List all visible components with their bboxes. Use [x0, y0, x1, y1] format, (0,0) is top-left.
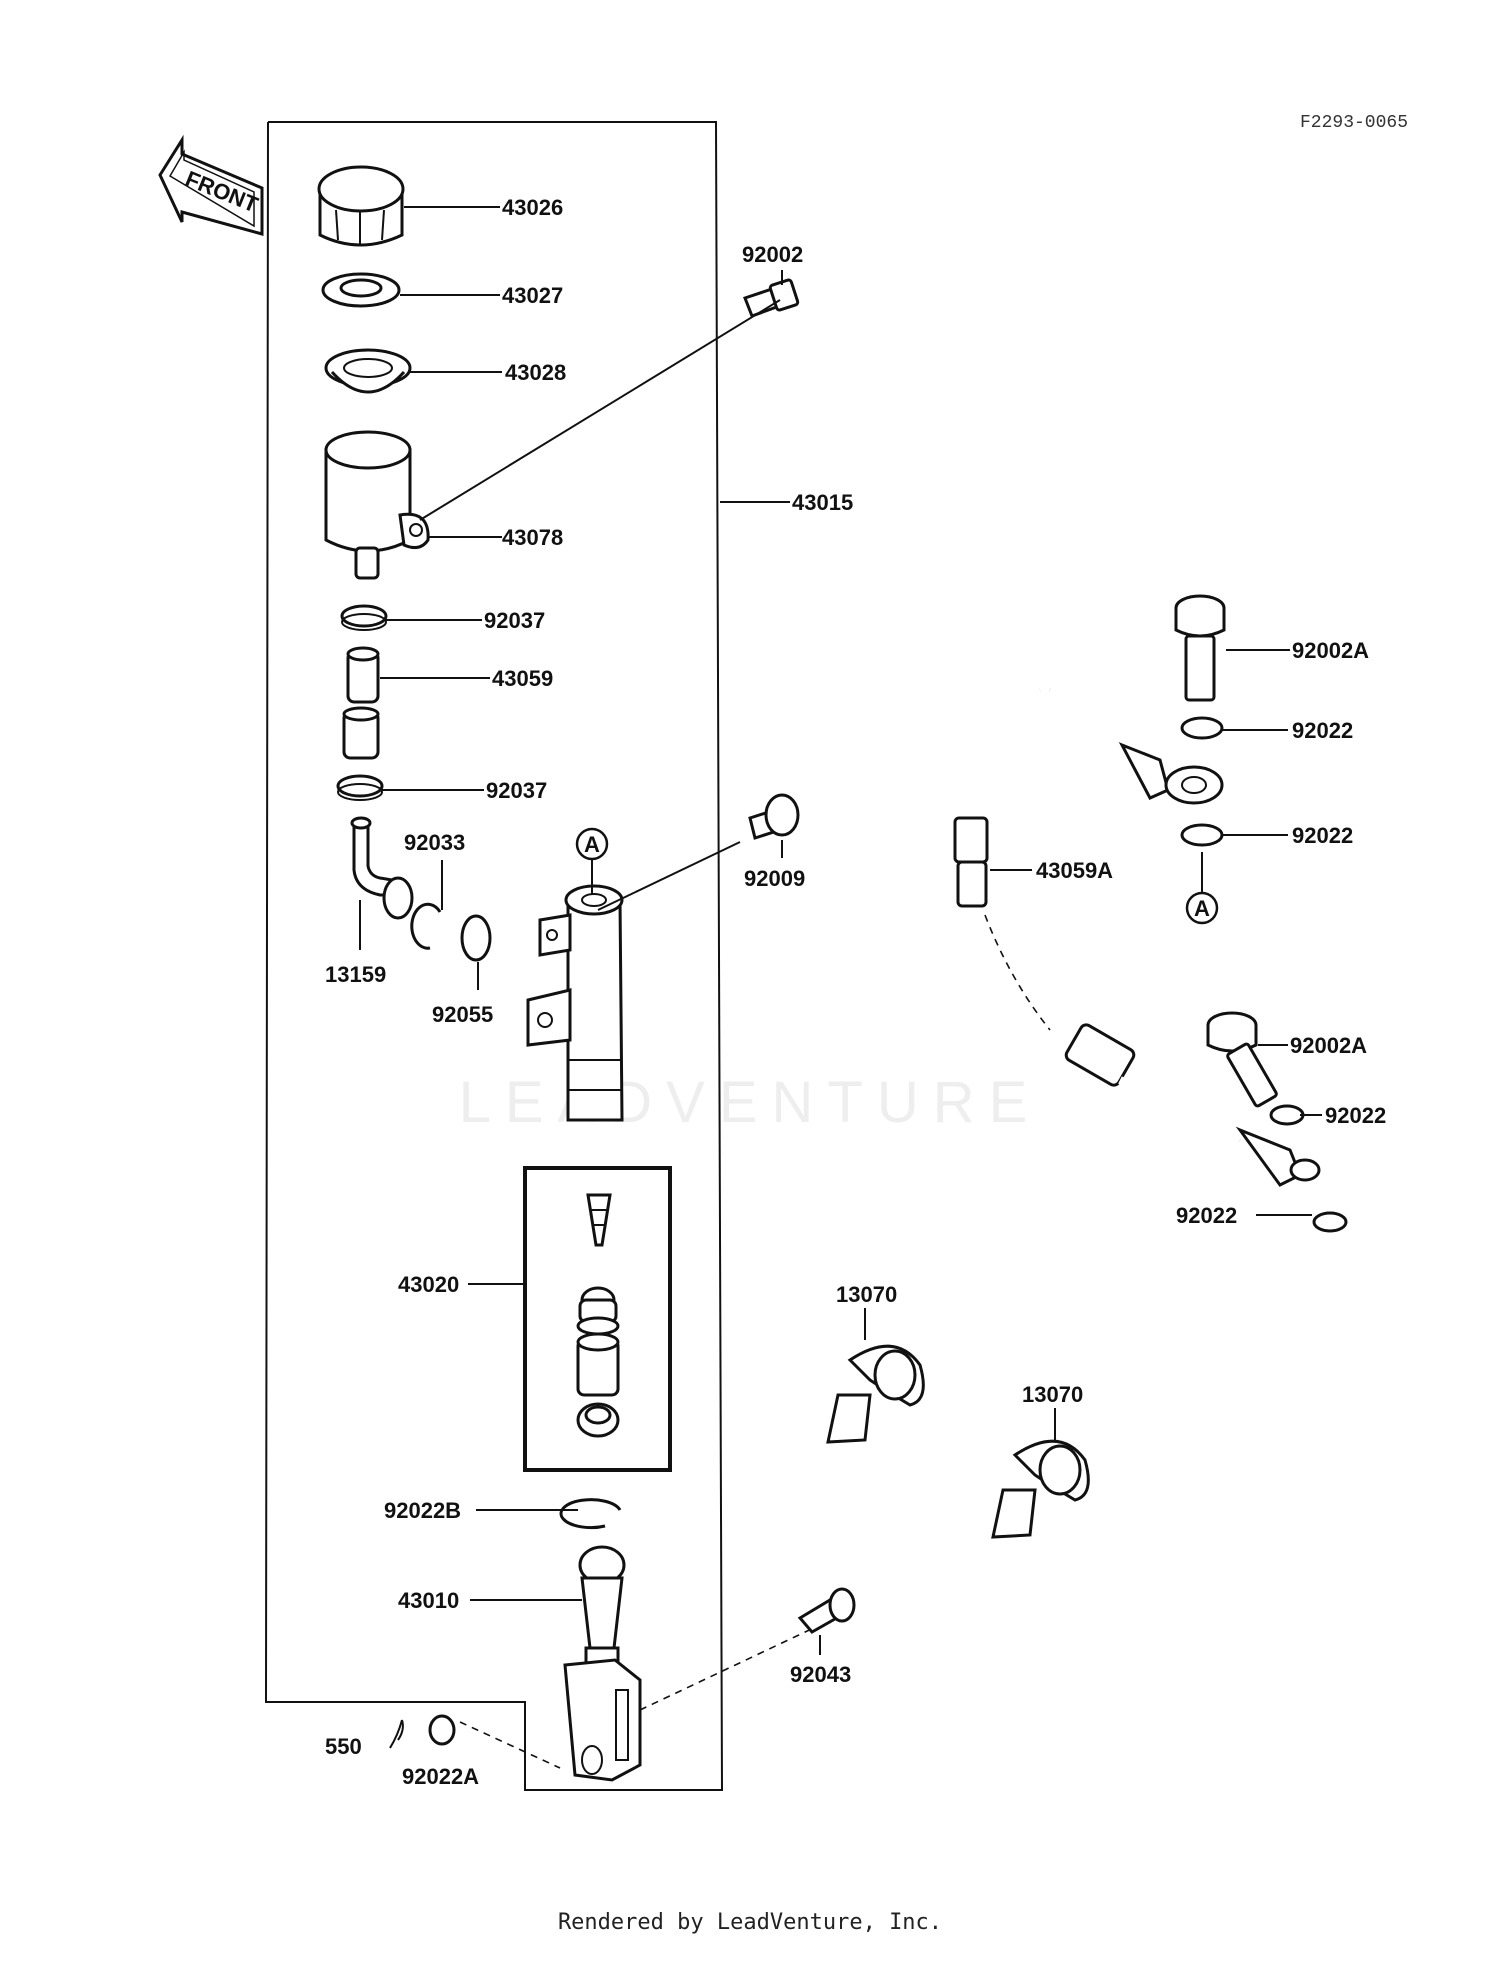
- front-arrow-icon: FRONT: [158, 134, 264, 236]
- push-rod-part: [563, 1545, 642, 1782]
- part-label: 43027: [502, 283, 563, 308]
- part-label: 43015: [792, 490, 853, 515]
- part-label: 92022: [1176, 1203, 1237, 1228]
- svg-text:A: A: [584, 832, 600, 857]
- part-label: 13070: [836, 1282, 897, 1307]
- copper-washer-part: [1180, 823, 1224, 847]
- master-cylinder-assembly-frame: [264, 121, 724, 1791]
- piston-kit-frame: [523, 1166, 672, 1472]
- part-label: 92002A: [1292, 638, 1369, 663]
- part-label: 92055: [432, 1002, 493, 1027]
- part-label: 92022B: [384, 1498, 461, 1523]
- part-label: 43020: [398, 1272, 459, 1297]
- banjo-bolt-part: [1174, 594, 1226, 702]
- piston-kit-part: [576, 1193, 620, 1438]
- svg-text:A: A: [1194, 896, 1210, 921]
- reservoir-cap-part: [317, 165, 405, 247]
- banjo-bolt-part: [1206, 1011, 1278, 1108]
- diaphragm-part: [324, 348, 412, 394]
- reference-marker-a: A: [1185, 891, 1219, 925]
- brake-hose-part: [936, 686, 1321, 1187]
- mounting-bolt-part: [748, 793, 800, 840]
- reservoir-tank-part: [324, 430, 430, 580]
- copper-washer-part: [1269, 1104, 1305, 1126]
- part-label: 92009: [744, 866, 805, 891]
- part-label: 43028: [505, 360, 566, 385]
- part-label: 43078: [502, 525, 563, 550]
- part-label: 92022A: [402, 1764, 479, 1789]
- footer-credit: Rendered by LeadVenture, Inc.: [557, 1910, 943, 1935]
- part-label: 92033: [404, 830, 465, 855]
- part-label: 13159: [325, 962, 386, 987]
- bolt-part: [743, 278, 800, 318]
- part-label: 92002: [742, 242, 803, 267]
- reference-marker-a: A: [575, 827, 609, 861]
- circlip-part: [410, 902, 442, 950]
- part-label: 92022: [1325, 1103, 1386, 1128]
- copper-washer-part: [1180, 716, 1224, 740]
- watermark: LEADVENTURE: [459, 1070, 1042, 1135]
- part-label: 550: [325, 1734, 362, 1759]
- part-label: 92022: [1292, 718, 1353, 743]
- hose-clamp-bracket-part: [826, 1344, 925, 1444]
- diaphragm-plate-part: [321, 272, 401, 308]
- part-label: 92037: [486, 778, 547, 803]
- part-label: 43059A: [1036, 858, 1113, 883]
- elbow-fitting-part: [350, 816, 414, 920]
- hose-clamp-part: [336, 774, 384, 801]
- snap-ring-part: [559, 1498, 622, 1530]
- part-label: 92043: [790, 1662, 851, 1687]
- part-label: 43026: [502, 195, 563, 220]
- reservoir-hose-part: [342, 646, 380, 760]
- hose-clamp-bracket-part: [991, 1439, 1090, 1539]
- part-label: 92002A: [1290, 1033, 1367, 1058]
- hose-clamp-part: [340, 604, 388, 631]
- cotter-pin-part: [389, 1719, 404, 1749]
- master-cylinder-body-part: [526, 884, 624, 1122]
- copper-washer-part: [1312, 1211, 1348, 1233]
- part-label: 92022: [1292, 823, 1353, 848]
- part-label: 43059: [492, 666, 553, 691]
- part-label: 13070: [1022, 1382, 1083, 1407]
- part-label: 92037: [484, 608, 545, 633]
- leader-lines: [359, 206, 1322, 1655]
- drawing-code: F2293-0065: [1300, 113, 1408, 133]
- part-label: 43010: [398, 1588, 459, 1613]
- clevis-pin-part: [797, 1587, 856, 1634]
- o-ring-part: [460, 914, 492, 962]
- washer-part: [428, 1714, 456, 1746]
